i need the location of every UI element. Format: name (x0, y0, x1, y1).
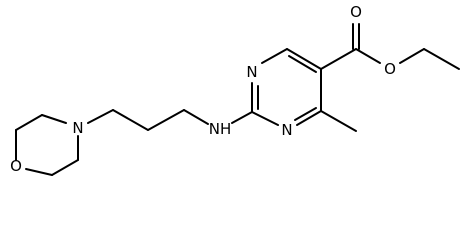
carbonyl-oxygen-label: O (350, 3, 362, 21)
bond (41, 114, 67, 124)
bond (51, 159, 79, 176)
bond (288, 55, 317, 73)
bond (112, 109, 149, 131)
morpholine-ring (15, 114, 79, 176)
propyl-linker (87, 109, 209, 131)
bond (399, 48, 425, 64)
bond (294, 107, 317, 121)
bond (261, 48, 288, 64)
pyrimidine-n1-label: N (246, 63, 257, 81)
bond (296, 110, 322, 126)
ester-oxygen-label: O (384, 60, 396, 78)
morpholine-nitrogen-label: N (72, 119, 83, 137)
bond (355, 48, 381, 64)
bond (147, 109, 185, 131)
bond (251, 111, 279, 126)
pyrimidine-ring (251, 48, 322, 126)
bond (320, 48, 357, 70)
bond (423, 48, 460, 70)
morpholine-oxygen-label: O (10, 157, 22, 175)
chemical-structure: O N NH N N O O (10, 3, 460, 176)
amine-nh-label: NH (209, 120, 232, 138)
pyrimidine-n3-label: N (281, 121, 292, 139)
bond (87, 109, 114, 124)
bond (286, 48, 322, 70)
bond (231, 111, 253, 124)
bond (320, 110, 357, 132)
ethyl-ester (320, 23, 460, 70)
bond (25, 168, 53, 176)
bond (183, 109, 209, 125)
bond (15, 114, 43, 131)
